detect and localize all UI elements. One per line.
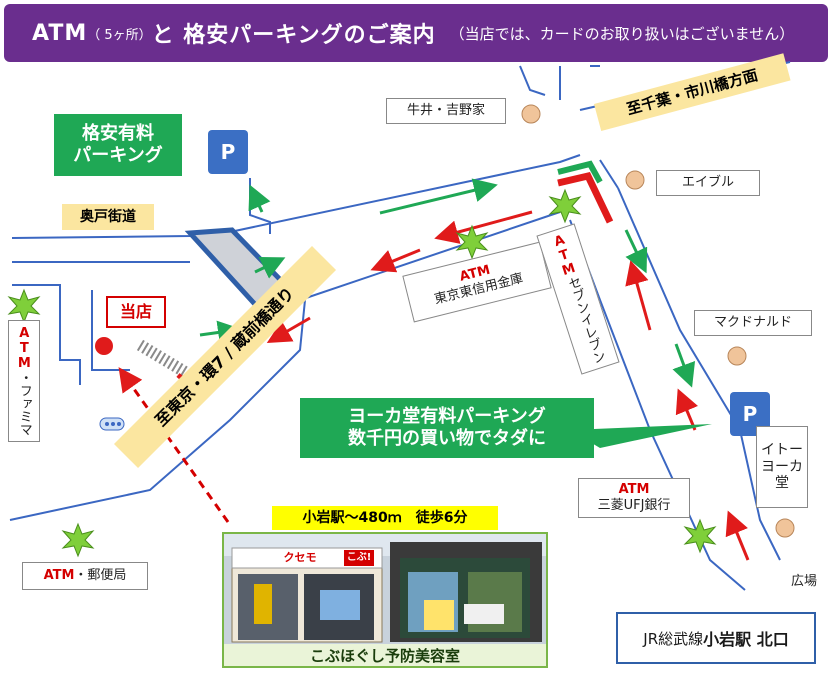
- header-atm-count: （ 5ヶ所）: [87, 27, 152, 43]
- shop-name-text: こぶほぐし予防美容室: [309, 646, 460, 665]
- atm-mufg-name: 三菱UFJ銀行: [597, 498, 671, 513]
- cheap-parking-p-sign: P: [208, 130, 248, 174]
- yokado-parking-line1: ヨーカ堂有料パーキング: [348, 406, 546, 428]
- p-icon: P: [220, 140, 236, 164]
- shop-sign: クセモ: [268, 550, 332, 566]
- store-marker: [95, 337, 113, 355]
- shop-sign-badge: こぶ!: [344, 550, 374, 566]
- station-box: JR総武線 小岩駅 北口: [616, 612, 816, 664]
- shop-photo: クセモ こぶ! こぶほぐし予防美容室: [222, 532, 548, 668]
- header-title: と 格安パーキングのご案内: [151, 23, 436, 48]
- mcdonalds-text: マクドナルド: [713, 315, 792, 331]
- atm-post-name: ・郵便局: [74, 568, 127, 584]
- okudo-label: 奥戸街道: [62, 204, 154, 230]
- tosho-block-edge: [91, 290, 130, 371]
- main-road-left-edge: [569, 219, 746, 591]
- station-line: JR総武線: [643, 629, 704, 648]
- atm-family-title: ATM: [16, 326, 32, 371]
- station-name: 小岩駅 北口: [703, 630, 789, 649]
- left-block-edge: [12, 284, 81, 385]
- tosho-text: 当店: [119, 302, 152, 322]
- walking-route: [118, 367, 230, 523]
- okudo-text: 奥戸街道: [80, 208, 136, 225]
- hiroba-text: 広場: [790, 574, 817, 590]
- shop-photo-drawing: [224, 534, 546, 644]
- yokado-parking-line2: 数千円の買い物でタダに: [348, 428, 546, 449]
- atm-seven-title: ATM: [550, 231, 579, 280]
- station-distance-text: 小岩駅〜480ｍ 徒歩6分: [302, 509, 468, 526]
- tosho-label: 当店: [106, 296, 166, 328]
- itoyokado-text: イトーヨーカ堂: [761, 441, 803, 492]
- able-text: エイブル: [681, 175, 734, 191]
- header-atm: ATM: [32, 20, 88, 46]
- cheap-parking-line1: 格安有料: [82, 123, 154, 145]
- cheap-parking-line2: パーキング: [73, 145, 163, 166]
- atm-mufg: ATM 三菱UFJ銀行: [578, 478, 690, 518]
- kuramae-road-left-edge: [9, 299, 306, 521]
- shop-name: こぶほぐし予防美容室: [224, 644, 546, 666]
- header-note: （当店では、カードのお取り扱いはございません）: [449, 24, 795, 43]
- post-symbol: [99, 417, 125, 431]
- yokado-parking-label: ヨーカ堂有料パーキング 数千円の買い物でタダに: [300, 398, 594, 458]
- upper-road-a: [519, 65, 546, 96]
- shop-sign-text: クセモ: [283, 551, 317, 565]
- atm-post-title: ATM: [43, 568, 75, 584]
- hiroba-label: 広場: [784, 572, 824, 592]
- atm-mufg-title: ATM: [618, 482, 650, 498]
- p-icon: P: [742, 402, 758, 426]
- gyudon-label: 牛井・吉野家: [386, 98, 506, 124]
- able-label: エイブル: [656, 170, 760, 196]
- atm-post-office: ATM ・郵便局: [22, 562, 148, 590]
- atm-family-name: ・ファミマ: [16, 371, 32, 436]
- cheap-parking-label: 格安有料 パーキング: [54, 114, 182, 176]
- shop-sign-badge-text: こぶ!: [346, 552, 372, 563]
- red-route-arrows: [266, 210, 750, 561]
- itoyokado-label: イトーヨーカ堂: [756, 426, 808, 508]
- okudo-inner-edge: [262, 185, 520, 240]
- atm-familymart: ATM ・ファミマ: [8, 320, 40, 442]
- parking-pointer: [570, 424, 712, 448]
- landmark-dots: [521, 104, 795, 538]
- header-banner: ATM （ 5ヶ所） と 格安パーキングのご案内 （当店では、カードのお取り扱い…: [4, 4, 828, 62]
- mcdonalds-label: マクドナルド: [694, 310, 812, 336]
- gyudon-text: 牛井・吉野家: [406, 103, 485, 119]
- station-distance-label: 小岩駅〜480ｍ 徒歩6分: [272, 506, 498, 530]
- okudo-road-bottom-edge: [299, 211, 561, 301]
- main-road-top-right: [599, 159, 619, 189]
